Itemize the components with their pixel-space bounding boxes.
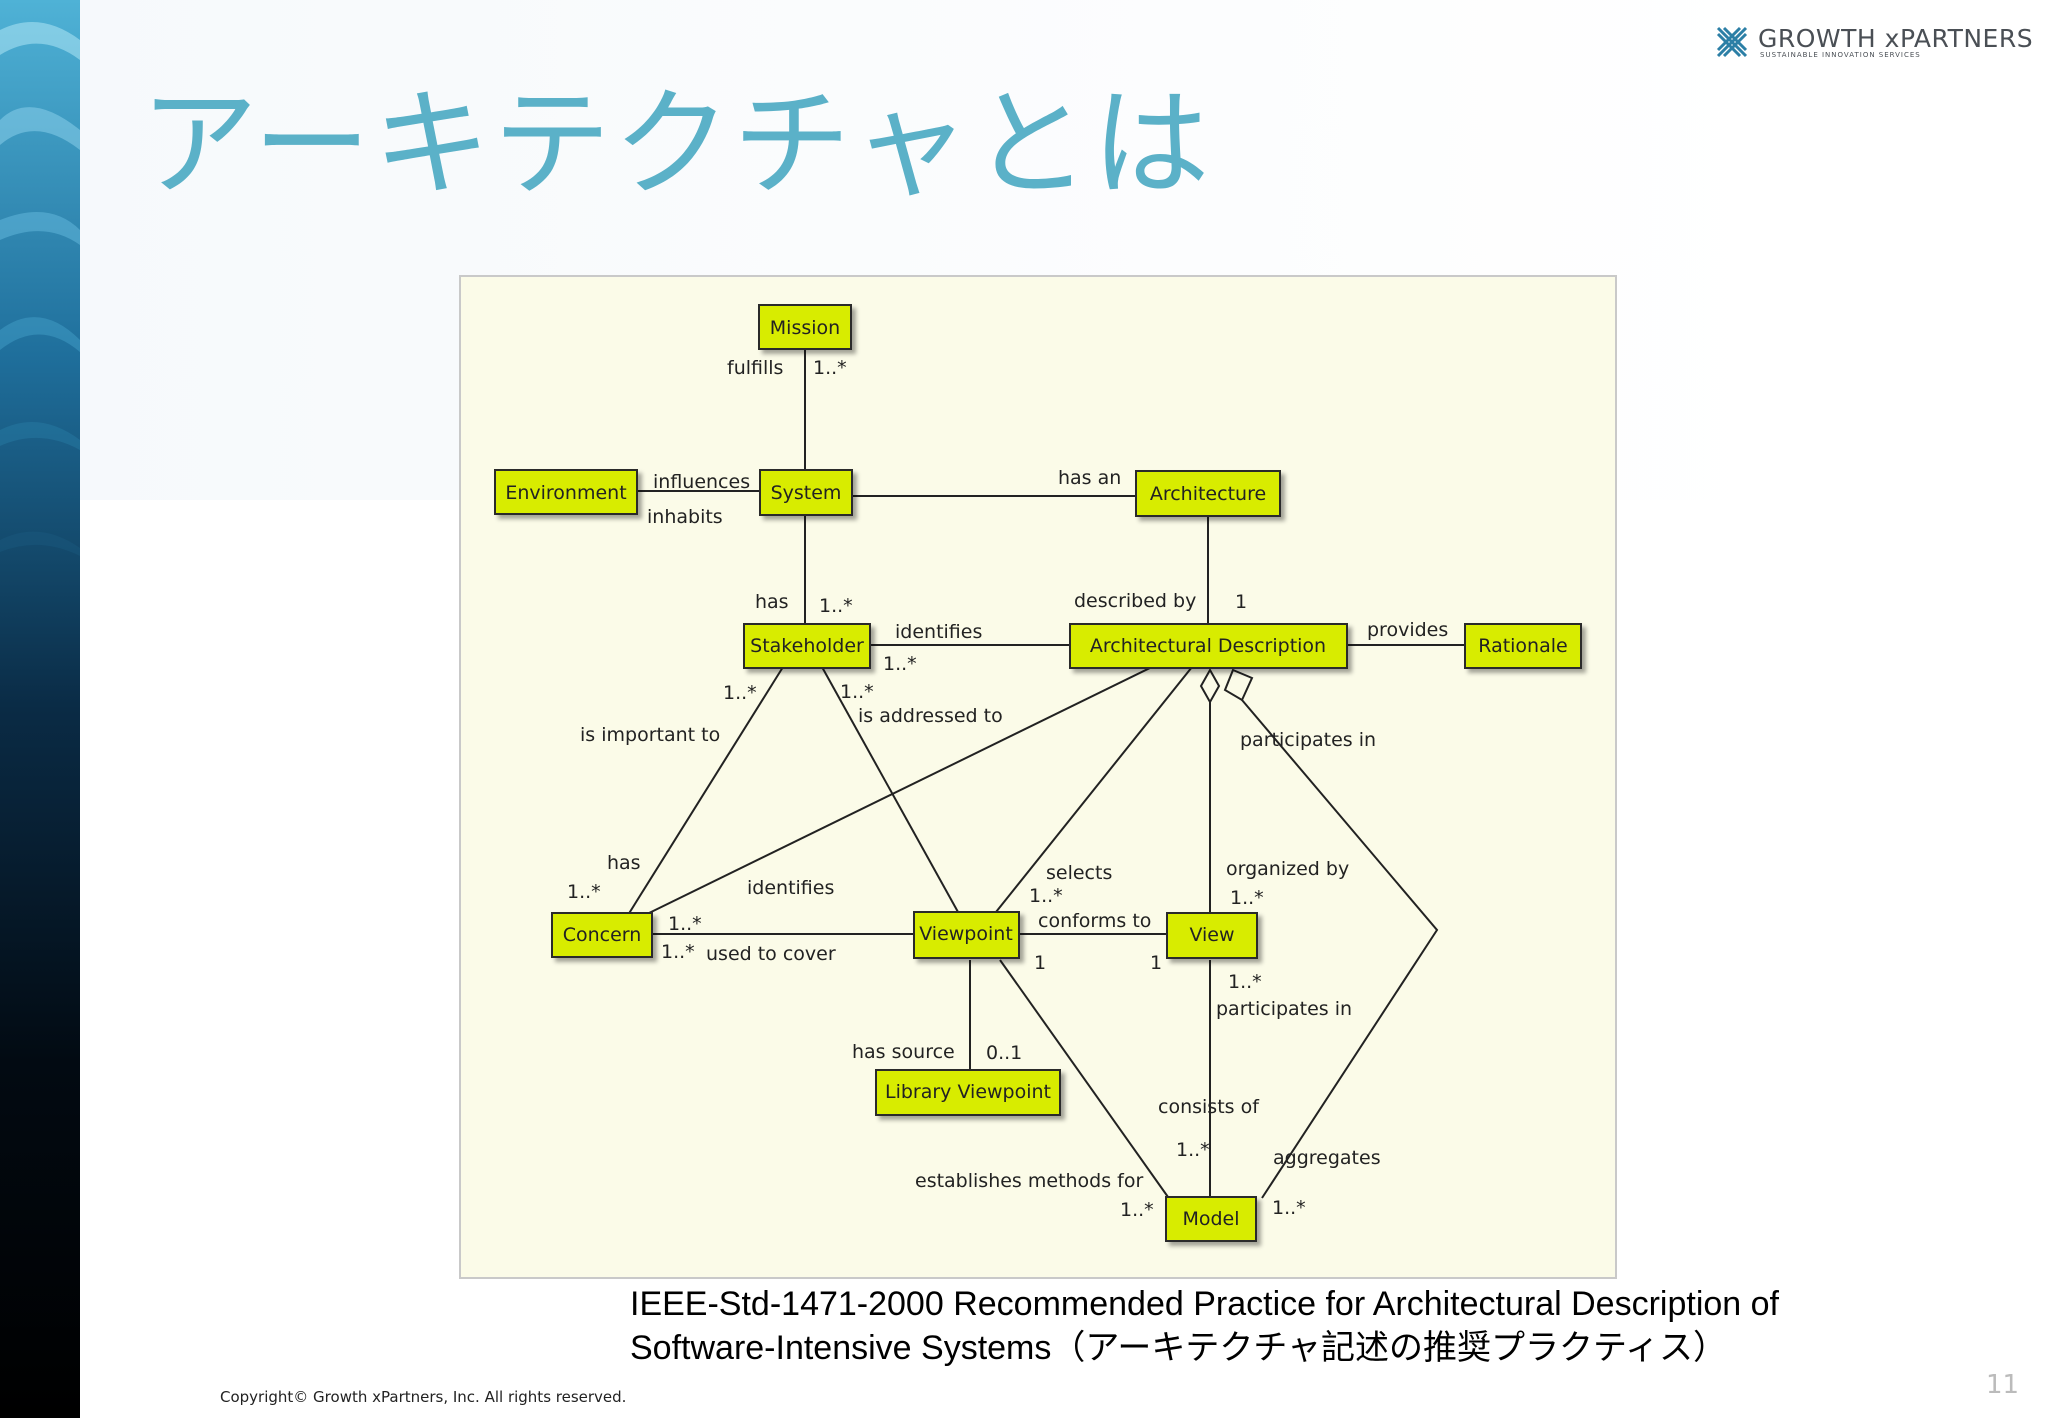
box-stakeholder-label: Stakeholder <box>750 635 864 657</box>
label-view-mult-2: 1..* <box>1228 971 1262 993</box>
label-described-by: described by <box>1074 590 1196 612</box>
box-library-viewpoint-label: Library Viewpoint <box>885 1081 1051 1103</box>
label-selects: selects <box>1046 862 1112 884</box>
label-organized-by-mult: 1..* <box>1230 887 1264 909</box>
label-participates-in-1: participates in <box>1240 729 1376 751</box>
ocean-background-strip <box>0 0 80 1418</box>
box-stakeholder: Stakeholder <box>743 623 871 669</box>
label-view-mult-1: 1 <box>1150 952 1162 974</box>
box-environment: Environment <box>494 469 638 515</box>
box-concern-label: Concern <box>563 924 642 946</box>
label-concern-mult: 1..* <box>567 881 601 903</box>
label-model-mult-left: 1..* <box>1120 1199 1154 1221</box>
box-viewpoint: Viewpoint <box>913 911 1020 959</box>
box-system-label: System <box>771 482 842 504</box>
caption-line-1: IEEE-Std-1471-2000 Recommended Practice … <box>630 1285 1779 1323</box>
label-vp-mult-1: 1 <box>1034 952 1046 974</box>
label-has-an: has an <box>1058 467 1121 489</box>
box-mission-label: Mission <box>770 317 840 339</box>
label-identifies-concern: identifies <box>747 877 834 899</box>
label-has-stakeholder: has <box>755 591 789 613</box>
ad-concern-line <box>644 666 1153 916</box>
box-architecture: Architecture <box>1135 470 1281 517</box>
box-architectural-description: Architectural Description <box>1069 623 1348 669</box>
slide-title: アーキテクチャとは <box>140 75 1212 213</box>
relationship-lines <box>627 349 1465 1199</box>
copyright-notice: Copyright© Growth xPartners, Inc. All ri… <box>220 1388 627 1406</box>
label-organized-by: organized by <box>1226 858 1349 880</box>
stakeholder-concern-line <box>627 666 784 916</box>
box-rationale: Rationale <box>1464 623 1582 669</box>
diagram-frame <box>459 275 1617 1279</box>
label-consists-of: consists of <box>1158 1096 1260 1118</box>
box-mission: Mission <box>758 304 852 350</box>
label-has-source-mult: 0..1 <box>986 1042 1022 1064</box>
architecture-uml-diagram: Mission Environment System Architecture … <box>459 275 1617 1279</box>
box-environment-label: Environment <box>505 482 626 504</box>
box-library-viewpoint: Library Viewpoint <box>875 1069 1061 1116</box>
label-participates-in-2: participates in <box>1216 998 1352 1020</box>
logo-tagline: SUSTAINABLE INNOVATION SERVICES <box>1760 51 1921 59</box>
label-inhabits: inhabits <box>647 506 723 528</box>
viewpoint-model-line <box>999 959 1169 1198</box>
logo-name: GROWTH xPARTNERS <box>1758 24 2034 53</box>
box-model-label: Model <box>1182 1208 1239 1230</box>
label-selects-mult: 1..* <box>1029 885 1063 907</box>
label-important-mult: 1..* <box>723 682 757 704</box>
label-establishes-methods-for: establishes methods for <box>915 1170 1143 1192</box>
box-model: Model <box>1165 1196 1257 1242</box>
page-number: 11 <box>1986 1370 2020 1400</box>
label-mission-mult: 1..* <box>813 357 847 379</box>
box-view-label: View <box>1189 924 1234 946</box>
box-system: System <box>759 469 853 516</box>
label-has-source: has source <box>852 1041 955 1063</box>
logo-mark-icon <box>1716 26 1748 58</box>
label-concern-right-mult-1: 1..* <box>668 913 702 935</box>
ad-model-aggregation-line <box>1241 699 1439 1199</box>
label-provides: provides <box>1367 619 1448 641</box>
ad-viewpoint-line <box>995 666 1193 913</box>
company-logo: GROWTH xPARTNERS SUSTAINABLE INNOVATION … <box>1710 22 2033 66</box>
label-fulfills: fulfills <box>727 357 783 379</box>
label-has-concern: has <box>607 852 641 874</box>
label-identifies-stakeholder: identifies <box>895 621 982 643</box>
box-architectural-description-label: Architectural Description <box>1090 635 1326 657</box>
label-addressed-mult: 1..* <box>840 681 874 703</box>
box-concern: Concern <box>551 912 653 958</box>
label-conforms-to: conforms to <box>1038 910 1151 932</box>
box-view: View <box>1166 912 1258 959</box>
label-consists-mult: 1..* <box>1176 1139 1210 1161</box>
box-viewpoint-label: Viewpoint <box>919 923 1013 945</box>
stakeholder-viewpoint-line <box>821 666 959 913</box>
label-aggregates: aggregates <box>1273 1147 1381 1169</box>
label-identifies-stakeholder-mult: 1..* <box>883 653 917 675</box>
caption-line-2: Software-Intensive Systems（アーキテクチャ記述の推奨プ… <box>630 1329 1727 1367</box>
label-model-mult-right: 1..* <box>1272 1197 1306 1219</box>
label-used-to-cover: used to cover <box>706 943 836 965</box>
model-aggregation-diamond <box>1223 668 1254 702</box>
diagram-caption: IEEE-Std-1471-2000 Recommended Practice … <box>630 1282 1779 1370</box>
view-aggregation-diamond <box>1199 667 1221 705</box>
box-architecture-label: Architecture <box>1150 483 1266 505</box>
label-influences: influences <box>653 471 750 493</box>
label-stakeholder-mult: 1..* <box>819 595 853 617</box>
box-rationale-label: Rationale <box>1478 635 1567 657</box>
label-concern-right-mult-2: 1..* <box>661 941 695 963</box>
label-is-important-to: is important to <box>580 724 720 746</box>
label-is-addressed-to: is addressed to <box>858 705 1003 727</box>
label-described-by-mult: 1 <box>1235 591 1247 613</box>
